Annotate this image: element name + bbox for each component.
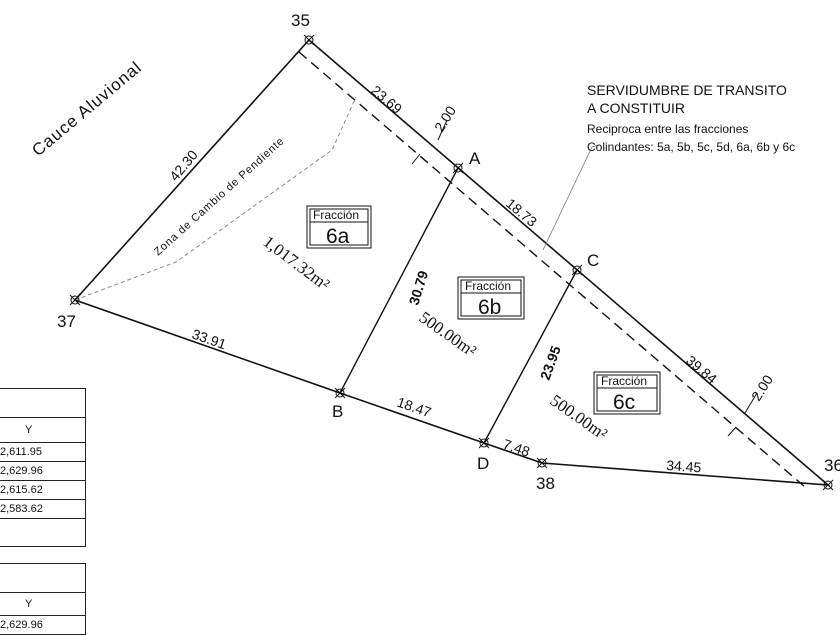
division-line-A-B xyxy=(339,167,459,394)
offset-tick-top xyxy=(437,119,448,141)
table-row: 2,629.96 xyxy=(0,461,86,481)
point-label-D: D xyxy=(477,454,489,473)
dim-B-D: 18.47 xyxy=(395,394,434,421)
easement-mark-2 xyxy=(727,426,737,437)
offset-tick-right xyxy=(744,392,758,414)
fraction-box-6b: Fracción 6b xyxy=(457,276,525,320)
dim-C-36: 39.84 xyxy=(683,352,720,387)
note-line-4: Colindantes: 5a, 5b, 5c, 5d, 6a, 6b y 6c xyxy=(587,140,795,154)
dim-C-D: 23.95 xyxy=(537,343,564,382)
division-line-C-D xyxy=(483,269,578,444)
fraction-word-6c: Fracción xyxy=(601,374,647,388)
fraction-box-6a: Fracción 6a xyxy=(306,205,372,249)
fraction-id-6b: 6b xyxy=(478,296,501,319)
dim-35-A: 23.69 xyxy=(368,82,405,117)
fraction-id-6c: 6c xyxy=(613,391,635,414)
note-title-2: A CONSTITUIR xyxy=(587,100,685,116)
easement-line xyxy=(298,51,806,488)
easement-mark-1 xyxy=(411,153,421,165)
dim-offset-right: 2.00 xyxy=(748,372,776,404)
fraction-id-6a: 6a xyxy=(326,225,350,248)
note-line-3: Reciproca entre las fracciones xyxy=(587,122,748,136)
table1-header-y: Y xyxy=(0,417,86,443)
point-label-35: 35 xyxy=(291,11,310,30)
point-label-36: 36 xyxy=(824,456,840,475)
fraction-box-6c: Fracción 6c xyxy=(593,371,661,415)
fraction-word-6a: Fracción xyxy=(313,208,359,222)
table-row: 2,615.62 xyxy=(0,480,86,500)
fraction-word-6b: Fracción xyxy=(465,279,511,293)
point-label-C: C xyxy=(587,251,599,270)
note-leader-line xyxy=(542,144,601,251)
point-label-37: 37 xyxy=(57,312,76,331)
point-label-A: A xyxy=(469,149,481,168)
dim-38-36: 34.45 xyxy=(666,457,702,475)
point-label-B: B xyxy=(332,402,343,421)
table-row: 2,583.62 xyxy=(0,499,86,519)
dim-A-B: 30.79 xyxy=(406,268,432,306)
dim-offset-top: 2.00 xyxy=(431,103,459,135)
dim-A-C: 18.73 xyxy=(503,195,540,230)
dim-D-38: 7.48 xyxy=(501,436,532,460)
coordinates-table-1: Y 2,611.95 2,629.96 2,615.62 2,583.62 xyxy=(0,388,86,547)
coordinates-table-2: Y 2,629.96 xyxy=(0,563,86,635)
table-row: 2,611.95 xyxy=(0,442,86,462)
note-title-1: SERVIDUMBRE DE TRANSITO xyxy=(587,82,787,98)
table-row xyxy=(0,518,86,547)
vertex-markers xyxy=(69,34,834,491)
parcel-boundary xyxy=(73,38,831,486)
slope-zone-line xyxy=(74,96,357,301)
table-row: 2,629.96 xyxy=(0,615,86,635)
channel-label: Cauce Aluvional xyxy=(28,57,145,160)
point-label-38: 38 xyxy=(536,474,555,493)
table2-header-y: Y xyxy=(0,592,86,616)
dim-37-B: 33.91 xyxy=(190,326,229,353)
